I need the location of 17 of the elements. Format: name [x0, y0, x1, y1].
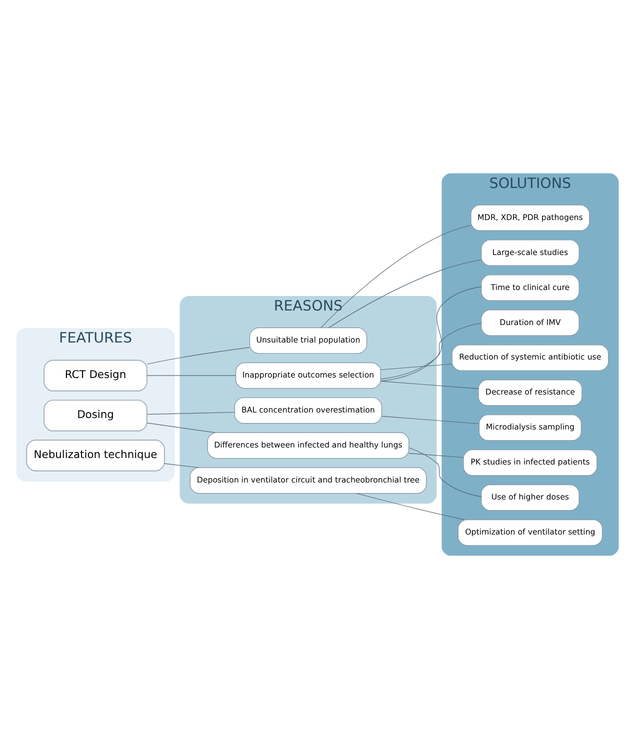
connector	[408, 453, 464, 458]
connector	[146, 375, 236, 376]
connector	[380, 364, 452, 370]
connector	[380, 322, 482, 380]
connector	[328, 259, 482, 328]
connector	[380, 286, 482, 382]
node-box: Dosing	[44, 400, 148, 432]
connector	[146, 422, 216, 433]
node-box: RCT Design	[44, 360, 148, 392]
connector	[381, 416, 480, 424]
connector	[380, 380, 479, 389]
connector	[146, 412, 235, 415]
connector	[320, 225, 472, 328]
connector	[408, 447, 482, 497]
node-box: Nebulization technique	[26, 440, 165, 472]
connector	[164, 463, 200, 468]
connector	[146, 347, 250, 364]
